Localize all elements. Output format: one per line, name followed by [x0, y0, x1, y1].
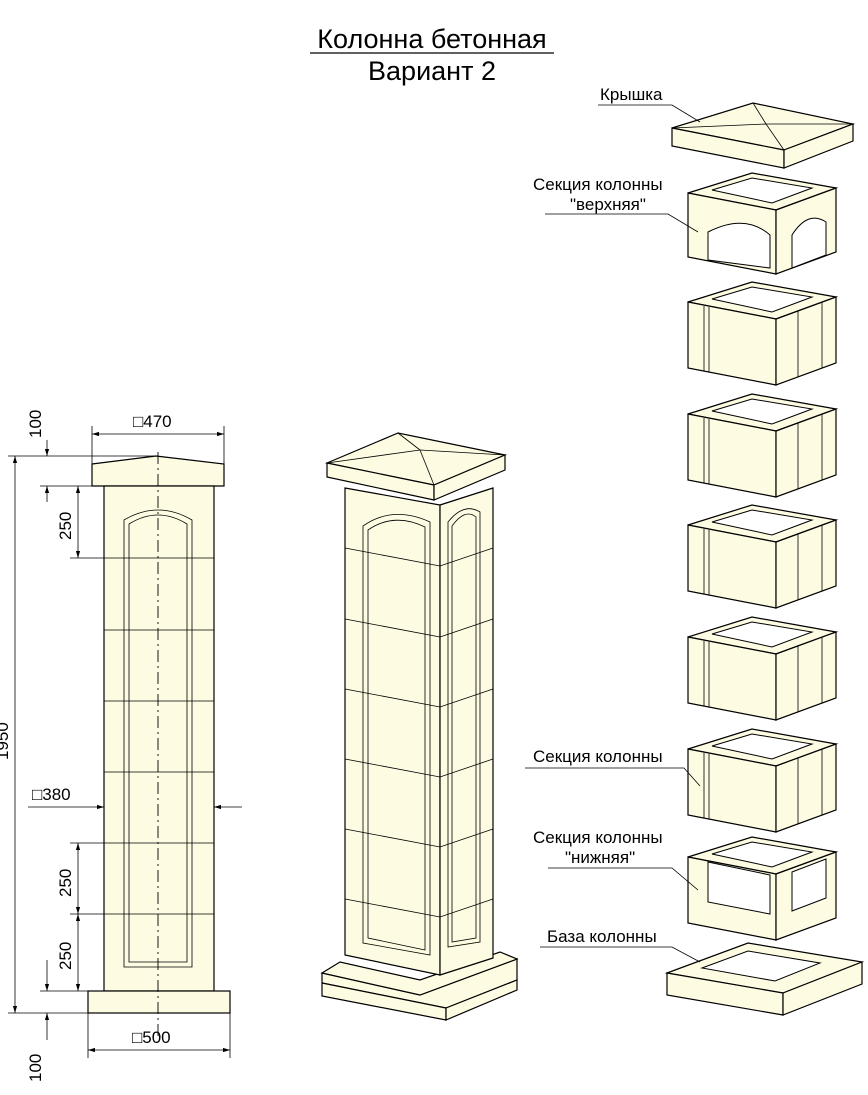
- exploded-section-5: [687, 728, 839, 833]
- elevation-joints: [104, 557, 214, 915]
- assembled-column: [320, 432, 519, 1021]
- labels: Крышка Секция колонны "верхняя" Секция к…: [525, 85, 701, 963]
- elevation-panel-inner: [128, 514, 188, 963]
- front-elevation: □470 □380 □500 100 250 1950 250 25: [0, 410, 242, 1082]
- elevation-base: [87, 990, 231, 1014]
- exploded-section-4: [687, 616, 839, 721]
- title-line-2: Вариант 2: [368, 56, 496, 86]
- exploded-view: [664, 102, 865, 1016]
- label-upper-section-2: "верхняя": [570, 195, 646, 214]
- exploded-section-1: [687, 281, 839, 386]
- dim-total-height: 1950: [0, 722, 12, 760]
- dim-section-a: 250: [56, 869, 75, 897]
- exploded-upper-section: [687, 172, 839, 275]
- exploded-section-2: [687, 393, 839, 498]
- dim-section-b: 250: [56, 942, 75, 970]
- label-lower-section-1: Секция колонны: [533, 828, 663, 847]
- dim-top-section: 250: [56, 512, 75, 540]
- label-cap: Крышка: [600, 85, 663, 104]
- label-lower-section-2: "нижняя": [565, 848, 635, 867]
- elevation-cap: [91, 455, 225, 487]
- exploded-base: [664, 942, 865, 1016]
- elevation-panel: [123, 509, 193, 968]
- elevation-body: [103, 485, 215, 992]
- dim-cap-width: □470: [133, 412, 172, 431]
- dim-base-width: □500: [132, 1028, 171, 1047]
- title-line-1: Колонна бетонная: [317, 24, 546, 54]
- dim-body-width: □380: [32, 785, 71, 804]
- exploded-section-3: [687, 504, 839, 609]
- exploded-lower-section: [687, 836, 839, 941]
- label-section: Секция колонны: [533, 747, 663, 766]
- label-upper-section-1: Секция колонны: [533, 175, 663, 194]
- dim-base-height: 100: [26, 1054, 45, 1082]
- exploded-cap: [671, 102, 856, 169]
- dim-cap-height: 100: [26, 410, 45, 438]
- label-base: База колонны: [547, 927, 657, 946]
